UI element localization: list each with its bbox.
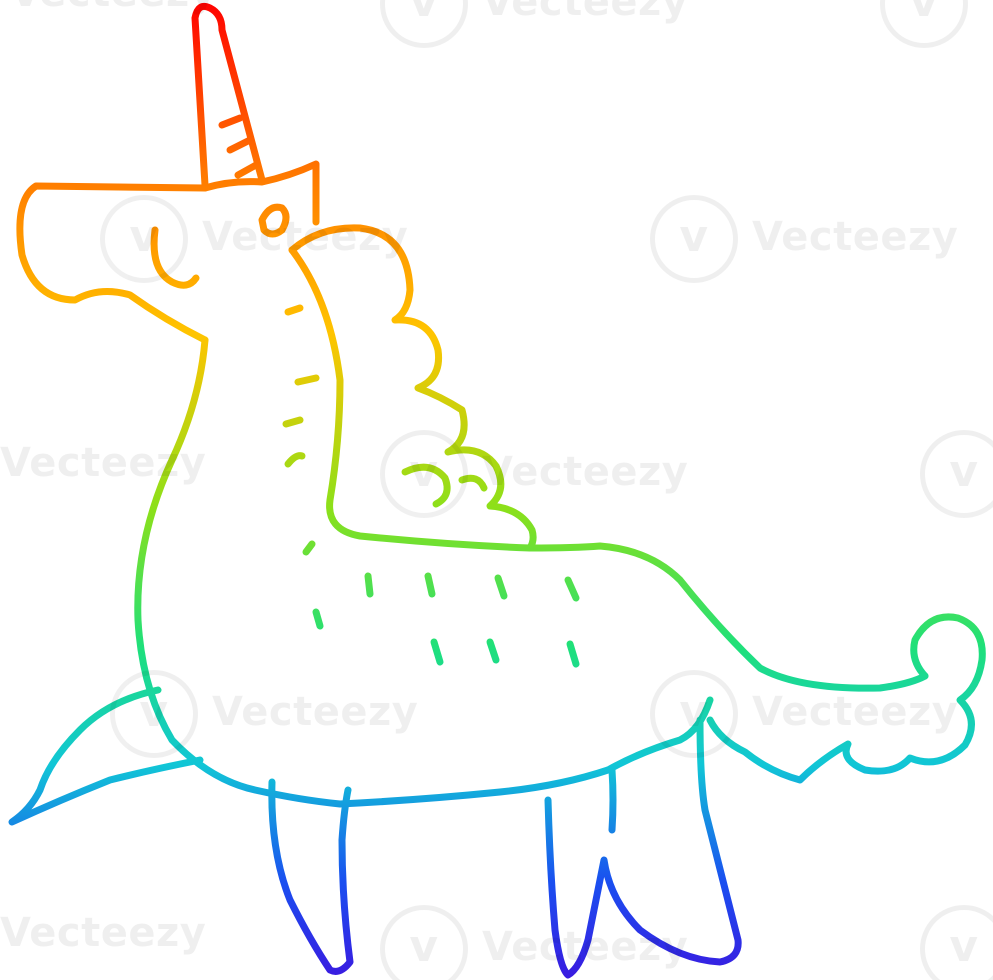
dapple-marks [282,304,580,668]
head [16,160,320,344]
legs [8,686,742,979]
body [134,246,929,808]
horn [191,2,266,189]
tail [706,613,986,784]
mane [288,224,537,552]
